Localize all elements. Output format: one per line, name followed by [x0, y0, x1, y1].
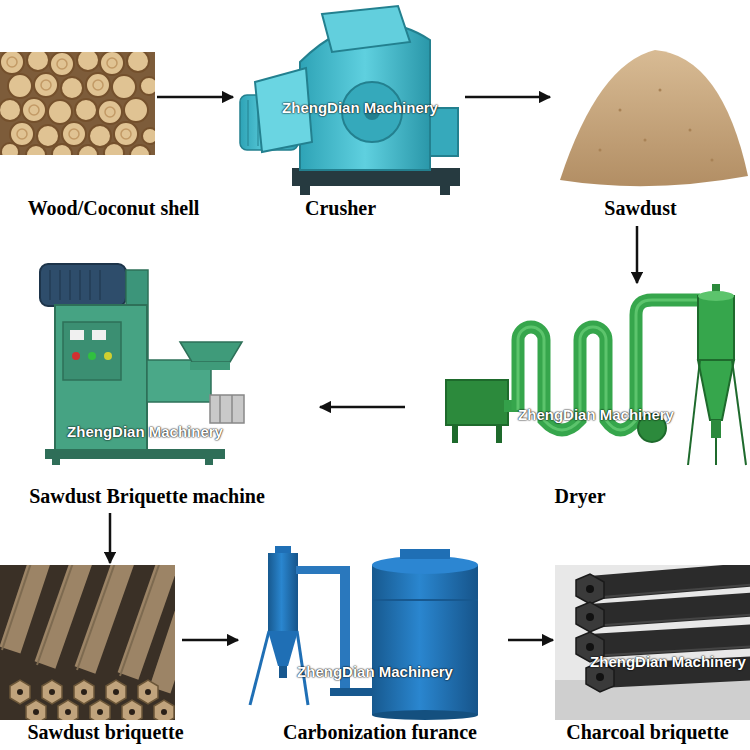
sawdust-pile	[560, 50, 748, 186]
process-step: Wood/Coconut shell	[0, 52, 155, 155]
process-step: Dryer	[440, 285, 750, 465]
flow-arrow	[508, 639, 553, 642]
step-caption: Sawdust Briquette machine	[29, 484, 265, 508]
flow-arrow	[109, 513, 112, 563]
charcoal-briquettes	[555, 565, 750, 720]
step-caption: Charcoal briquette	[566, 720, 728, 744]
process-step: Charcoal briquette	[555, 565, 750, 720]
process-step: Crusher	[235, 0, 460, 195]
flow-arrow	[320, 406, 405, 409]
sawdust-briquettes	[0, 565, 175, 720]
step-caption: Sawdust briquette	[27, 720, 183, 744]
process-step: Sawdust	[555, 45, 750, 190]
watermark: ZhengDian Machinery	[590, 653, 746, 671]
step-caption: Crusher	[305, 196, 376, 220]
flow-arrow	[182, 639, 238, 642]
dryer-machine	[446, 284, 746, 465]
wood-logs	[0, 52, 155, 155]
process-step: Carbonization furance	[240, 545, 480, 720]
carbonization-furnace	[250, 546, 478, 720]
watermark: ZhengDian Machinery	[67, 423, 223, 441]
briquette-machine	[40, 264, 244, 465]
flow-arrow	[157, 96, 233, 99]
flow-arrow	[636, 226, 639, 283]
watermark: ZhengDian Machinery	[518, 406, 674, 424]
watermark: ZhengDian Machinery	[282, 99, 438, 117]
step-caption: Wood/Coconut shell	[28, 196, 200, 220]
step-caption: Carbonization furance	[283, 720, 477, 744]
step-caption: Dryer	[554, 484, 605, 508]
crusher-machine	[240, 6, 460, 195]
flow-arrow	[465, 96, 550, 99]
watermark: ZhengDian Machinery	[297, 663, 453, 681]
process-step: Sawdust briquette	[0, 565, 175, 720]
step-caption: Sawdust	[604, 196, 676, 220]
